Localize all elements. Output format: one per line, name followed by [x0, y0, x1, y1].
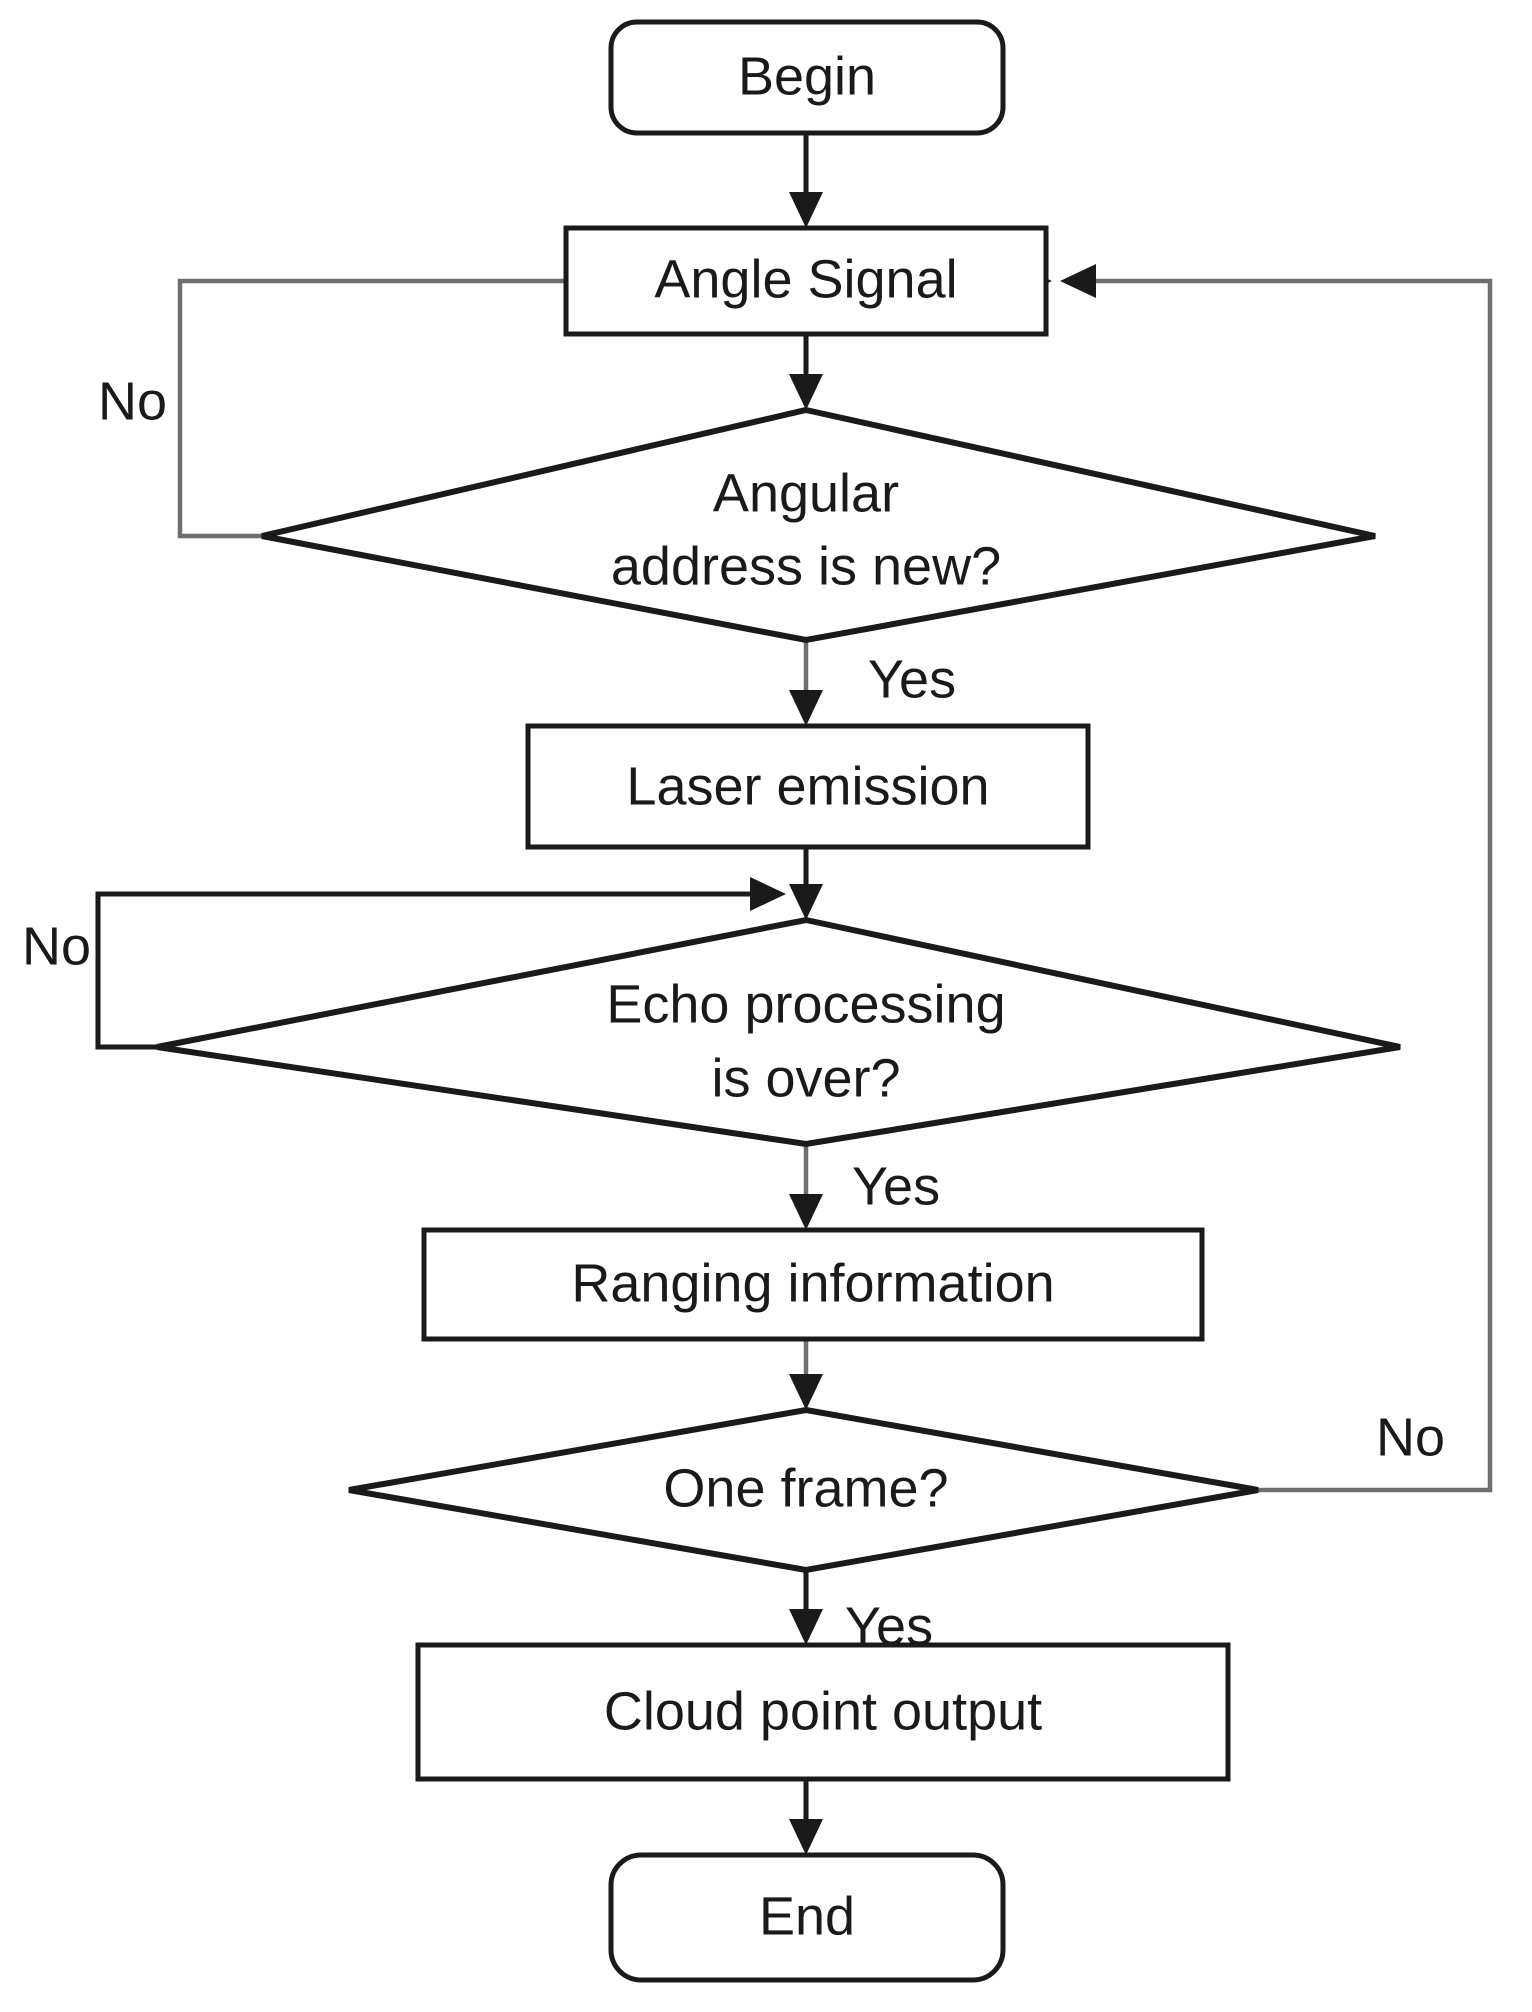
angular-address-shape: [261, 406, 1376, 644]
laser-emission-label: Laser emission: [626, 756, 989, 816]
one-frame-shape: [348, 1406, 1259, 1574]
node-begin[interactable]: Begin: [608, 19, 1006, 136]
echo-processing-shape: [156, 916, 1401, 1148]
edge-cloud-to-end: [789, 1779, 823, 1855]
end-label: End: [759, 1886, 855, 1946]
angle-signal-shape: [563, 225, 1049, 337]
edge-label-echo-no: No: [22, 916, 91, 976]
node-laser-emission[interactable]: Laser emission: [525, 723, 1091, 850]
node-angle-signal[interactable]: Angle Signal: [563, 225, 1049, 337]
edge-label-echo-yes: Yes: [852, 1156, 940, 1216]
node-one-frame-decision[interactable]: One frame?: [348, 1406, 1259, 1574]
edge-begin-to-angle: [789, 133, 823, 228]
edge-label-address-no: No: [98, 371, 167, 431]
node-angular-address-decision[interactable]: Angular address is new?: [261, 406, 1376, 644]
angular-address-label-line2: address is new?: [611, 536, 1001, 596]
echo-processing-label-line1: Echo processing: [606, 974, 1005, 1034]
edge-address-yes-to-laser: [789, 640, 823, 726]
edge-laser-to-echo: [789, 847, 823, 920]
angular-address-label-line1: Angular: [713, 463, 899, 523]
edge-frame-yes-to-cloud: [789, 1570, 823, 1645]
edge-label-frame-yes: Yes: [845, 1596, 933, 1656]
edge-label-frame-no: No: [1376, 1407, 1445, 1467]
node-cloud-point-output[interactable]: Cloud point output: [415, 1642, 1231, 1782]
cloud-point-output-shape: [415, 1642, 1231, 1782]
edge-echo-yes-to-ranging: [789, 1144, 823, 1230]
angle-signal-label: Angle Signal: [654, 249, 957, 309]
edge-ranging-to-frame: [789, 1339, 823, 1410]
node-echo-processing-decision[interactable]: Echo processing is over?: [156, 916, 1401, 1148]
node-ranging-information[interactable]: Ranging information: [421, 1227, 1205, 1342]
edge-frame-no-to-angle: [1060, 264, 1493, 1493]
edge-angle-to-address: [789, 333, 823, 410]
one-frame-label: One frame?: [663, 1458, 948, 1518]
ranging-information-shape: [421, 1227, 1205, 1342]
begin-label: Begin: [738, 46, 876, 106]
edge-echo-no-to-laser: [95, 877, 786, 1050]
begin-shape: [608, 19, 1006, 136]
laser-emission-shape: [525, 723, 1091, 850]
cloud-point-output-label: Cloud point output: [604, 1681, 1042, 1741]
echo-processing-label-line2: is over?: [711, 1048, 900, 1108]
edge-label-address-yes: Yes: [868, 649, 956, 709]
end-shape: [608, 1852, 1006, 1983]
ranging-information-label: Ranging information: [571, 1253, 1054, 1313]
node-end[interactable]: End: [608, 1852, 1006, 1983]
